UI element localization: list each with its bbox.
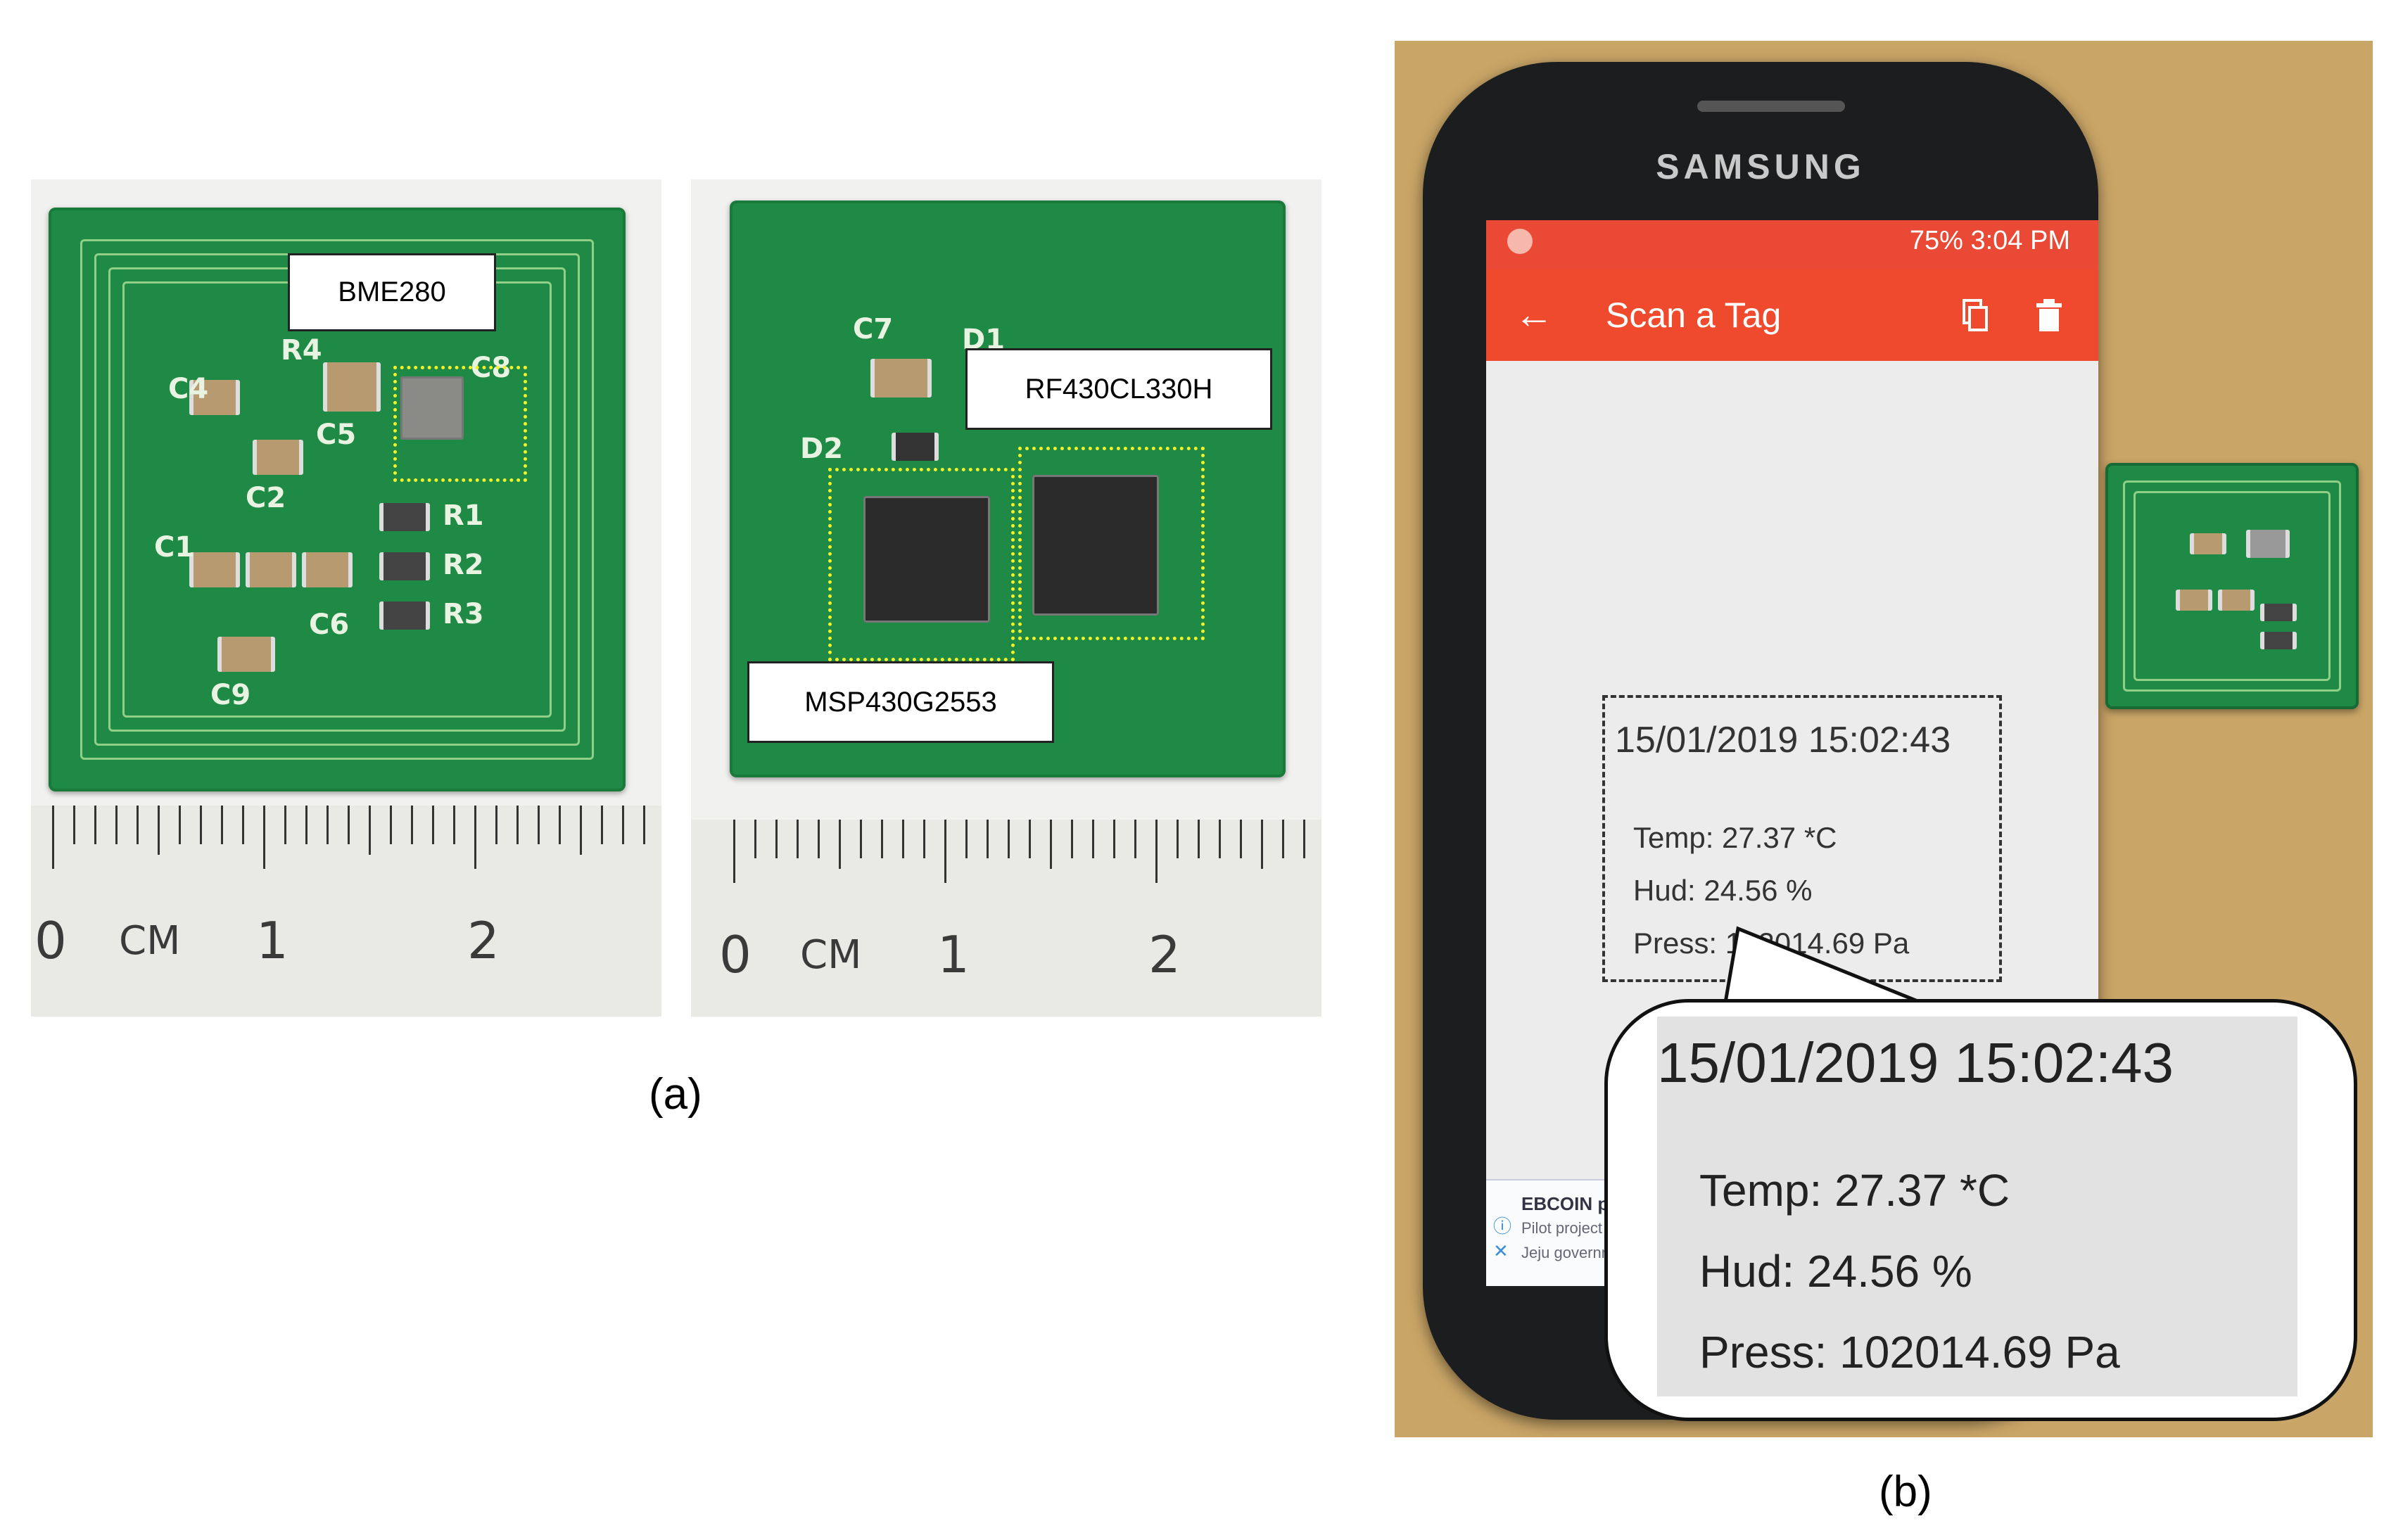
trash-icon[interactable] xyxy=(2035,298,2063,333)
ruler-number: 0 xyxy=(34,911,67,970)
readout-pressure: Press: 102014.69 Pa xyxy=(1633,927,1910,960)
msp430-highlight-box xyxy=(828,468,1015,661)
component xyxy=(189,380,240,415)
zoom-humidity: Hud: 24.56 % xyxy=(1699,1246,1972,1297)
left-board-photo: C4 R4 C5 C8 C2 C1 C6 C9 R1 R2 R3 BME280 xyxy=(31,179,661,1017)
zoom-temp: Temp: 27.37 *C xyxy=(1699,1165,2010,1216)
bme280-highlight-box xyxy=(393,366,527,482)
ruler-unit: CM xyxy=(119,918,181,964)
component xyxy=(2176,590,2212,611)
silk-label: C1 xyxy=(154,531,195,564)
rf430cl330h-callout: RF430CL330H xyxy=(965,348,1272,430)
silk-label: C6 xyxy=(309,609,350,641)
component xyxy=(2218,590,2255,611)
ruler-number: 2 xyxy=(1148,925,1181,984)
component xyxy=(2190,533,2226,554)
zoom-pressure: Press: 102014.69 Pa xyxy=(1699,1327,2120,1377)
component xyxy=(2260,604,2297,621)
component xyxy=(379,602,430,630)
status-text: 75% 3:04 PM xyxy=(1909,226,2070,255)
right-board-photo: C7 D2 D1 RF430CL330H MSP430G2553 xyxy=(691,179,1321,1017)
status-bar: 75% 3:04 PM xyxy=(1486,220,2098,269)
phone-brand: SAMSUNG xyxy=(1656,147,1865,186)
sensor-readout: 15/01/2019 15:02:43 Temp: 27.37 *C Hud: … xyxy=(1602,695,2002,982)
ruler: 0 CM 1 2 xyxy=(31,806,661,1017)
msp430g2553-callout: MSP430G2553 xyxy=(747,661,1054,743)
silk-label: D2 xyxy=(800,433,844,465)
antenna-coil xyxy=(80,239,594,760)
component xyxy=(2246,530,2290,558)
antenna-coil xyxy=(2123,481,2341,692)
speaker-grille xyxy=(1697,101,1845,112)
readout-humidity: Hud: 24.56 % xyxy=(1633,874,1813,907)
component xyxy=(253,440,303,475)
silk-label: R3 xyxy=(443,598,484,630)
caption-b: (b) xyxy=(1879,1468,1932,1516)
caption-a: (a) xyxy=(649,1070,702,1119)
silk-label: R2 xyxy=(443,549,484,581)
close-icon[interactable]: ✕ xyxy=(1493,1240,1509,1261)
ruler: 0 CM 1 2 xyxy=(691,820,1321,1017)
silk-label: R1 xyxy=(443,499,484,532)
ruler-number: 2 xyxy=(467,911,500,970)
nfc-sensor-tag xyxy=(2105,463,2359,709)
component xyxy=(870,359,932,397)
component xyxy=(379,552,430,580)
silk-label: R4 xyxy=(281,334,322,367)
back-arrow-icon[interactable]: ← xyxy=(1514,292,1554,336)
silk-label: C4 xyxy=(168,373,209,405)
antenna-coil xyxy=(122,281,552,718)
ruler-unit: CM xyxy=(800,932,862,978)
info-icon[interactable]: ⓘ xyxy=(1493,1216,1512,1237)
msp430g2553-chip xyxy=(863,496,990,623)
antenna-coil xyxy=(2133,491,2331,681)
silk-label: C5 xyxy=(316,419,357,451)
ruler-number: 1 xyxy=(256,911,289,970)
app-title: Scan a Tag xyxy=(1606,295,1782,335)
readout-temp: Temp: 27.37 *C xyxy=(1633,821,1837,854)
component xyxy=(246,552,296,587)
bme280-callout: BME280 xyxy=(288,253,496,331)
zoom-callout: 15/01/2019 15:02:43 Temp: 27.37 *C Hud: … xyxy=(1604,999,2357,1421)
component xyxy=(379,503,430,531)
component xyxy=(892,433,939,461)
ruler-number: 1 xyxy=(937,925,970,984)
component xyxy=(189,552,240,587)
silk-label: C7 xyxy=(853,313,894,345)
readout-datetime: 15/01/2019 15:02:43 xyxy=(1615,720,1951,761)
bme280-sensor-chip xyxy=(400,376,464,440)
silk-label: C9 xyxy=(210,679,251,711)
component xyxy=(217,637,275,672)
rf430-highlight-box xyxy=(1018,447,1205,640)
app-bar: ← Scan a Tag xyxy=(1486,269,2098,361)
silk-label: C2 xyxy=(246,482,286,514)
copy-icon[interactable] xyxy=(1961,298,1989,333)
component xyxy=(2260,632,2297,649)
component xyxy=(302,552,353,587)
zoomed-readout: 15/01/2019 15:02:43 Temp: 27.37 *C Hud: … xyxy=(1657,1017,2297,1396)
ruler-number: 0 xyxy=(719,925,752,984)
rf430cl330h-chip xyxy=(1032,475,1159,616)
notification-icon xyxy=(1507,229,1533,254)
component xyxy=(323,362,381,412)
zoom-datetime: 15/01/2019 15:02:43 xyxy=(1657,1031,2174,1094)
